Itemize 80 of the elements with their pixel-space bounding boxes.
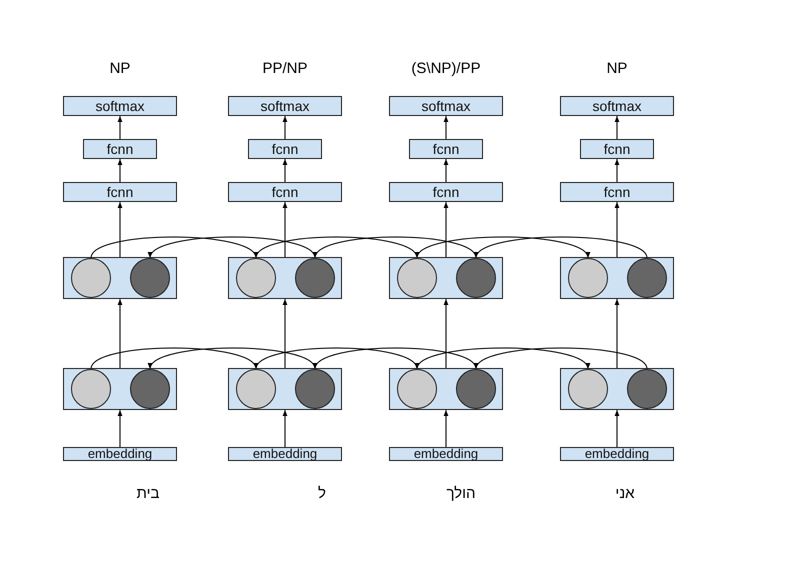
arrow — [444, 116, 448, 140]
softmax-layer-box: softmax — [228, 96, 342, 116]
arrow — [282, 298, 288, 368]
arrow — [282, 410, 288, 448]
dense-layer-box: fcnn — [389, 182, 503, 202]
tag-label: NP — [606, 60, 628, 77]
backward-state-circle — [130, 369, 170, 409]
bilstm-cell-box — [560, 257, 674, 299]
bilstm-cell-box — [228, 368, 342, 410]
arrow — [614, 202, 620, 258]
dense-layer-box: fcnn — [580, 139, 654, 159]
arrow — [150, 348, 316, 370]
bilstm-cell-box — [228, 257, 342, 299]
dense-layer-box: fcnn — [228, 182, 342, 202]
arrow — [118, 202, 122, 258]
arrow — [444, 158, 448, 182]
arrow — [476, 236, 648, 258]
arrow — [118, 410, 122, 448]
word-label: ל — [318, 485, 326, 502]
arrow — [282, 158, 288, 182]
arrow — [444, 202, 448, 258]
bilstm-cell-box — [63, 257, 177, 299]
backward-state-circle — [627, 369, 667, 409]
softmax-layer-box: softmax — [389, 96, 503, 116]
arrow — [282, 202, 288, 258]
embedding-layer-box: embedding — [389, 447, 503, 461]
softmax-layer-box: softmax — [560, 96, 674, 116]
softmax-layer-box: softmax — [63, 96, 177, 116]
arrow — [256, 236, 418, 258]
arrow — [476, 348, 648, 370]
forward-state-circle — [568, 369, 608, 409]
arrow — [118, 116, 122, 140]
forward-state-circle — [71, 369, 111, 409]
word-label: הולך — [446, 485, 476, 502]
arrow — [614, 158, 620, 182]
bilstm-cell-box — [389, 257, 503, 299]
arrow — [150, 236, 316, 258]
forward-state-circle — [71, 258, 111, 298]
backward-state-circle — [456, 258, 496, 298]
backward-state-circle — [456, 369, 496, 409]
word-label: בית — [136, 485, 160, 502]
bilstm-cell-box — [389, 368, 503, 410]
dense-layer-box: fcnn — [83, 139, 157, 159]
forward-state-circle — [236, 369, 276, 409]
tag-label: NP — [110, 60, 130, 77]
tag-label: PP/NP — [262, 60, 308, 77]
arrow — [314, 236, 476, 258]
tag-label: (S\NP)/PP — [411, 60, 481, 77]
arrow — [416, 348, 588, 370]
word-label: אני — [615, 485, 635, 502]
arrow — [90, 236, 256, 258]
dense-layer-box: fcnn — [248, 139, 322, 159]
arrow — [90, 348, 256, 370]
backward-state-circle — [627, 258, 667, 298]
arrow — [282, 116, 288, 140]
bilstm-cell-box — [63, 368, 177, 410]
arrow — [118, 158, 122, 182]
backward-state-circle — [130, 258, 170, 298]
embedding-layer-box: embedding — [63, 447, 177, 461]
forward-state-circle — [568, 258, 608, 298]
arrow — [614, 298, 620, 368]
arrow — [118, 298, 122, 368]
dense-layer-box: fcnn — [560, 182, 674, 202]
dense-layer-box: fcnn — [63, 182, 177, 202]
forward-state-circle — [397, 369, 437, 409]
arrow — [314, 348, 476, 370]
arrow — [444, 410, 448, 448]
bilstm-cell-box — [560, 368, 674, 410]
embedding-layer-box: embedding — [560, 447, 674, 461]
backward-state-circle — [295, 258, 335, 298]
arrow — [416, 236, 588, 258]
forward-state-circle — [236, 258, 276, 298]
arrow — [614, 410, 620, 448]
arrow — [256, 348, 418, 370]
dense-layer-box: fcnn — [409, 139, 483, 159]
embedding-layer-box: embedding — [228, 447, 342, 461]
backward-state-circle — [295, 369, 335, 409]
forward-state-circle — [397, 258, 437, 298]
arrow — [444, 298, 448, 368]
arrow — [614, 116, 620, 140]
